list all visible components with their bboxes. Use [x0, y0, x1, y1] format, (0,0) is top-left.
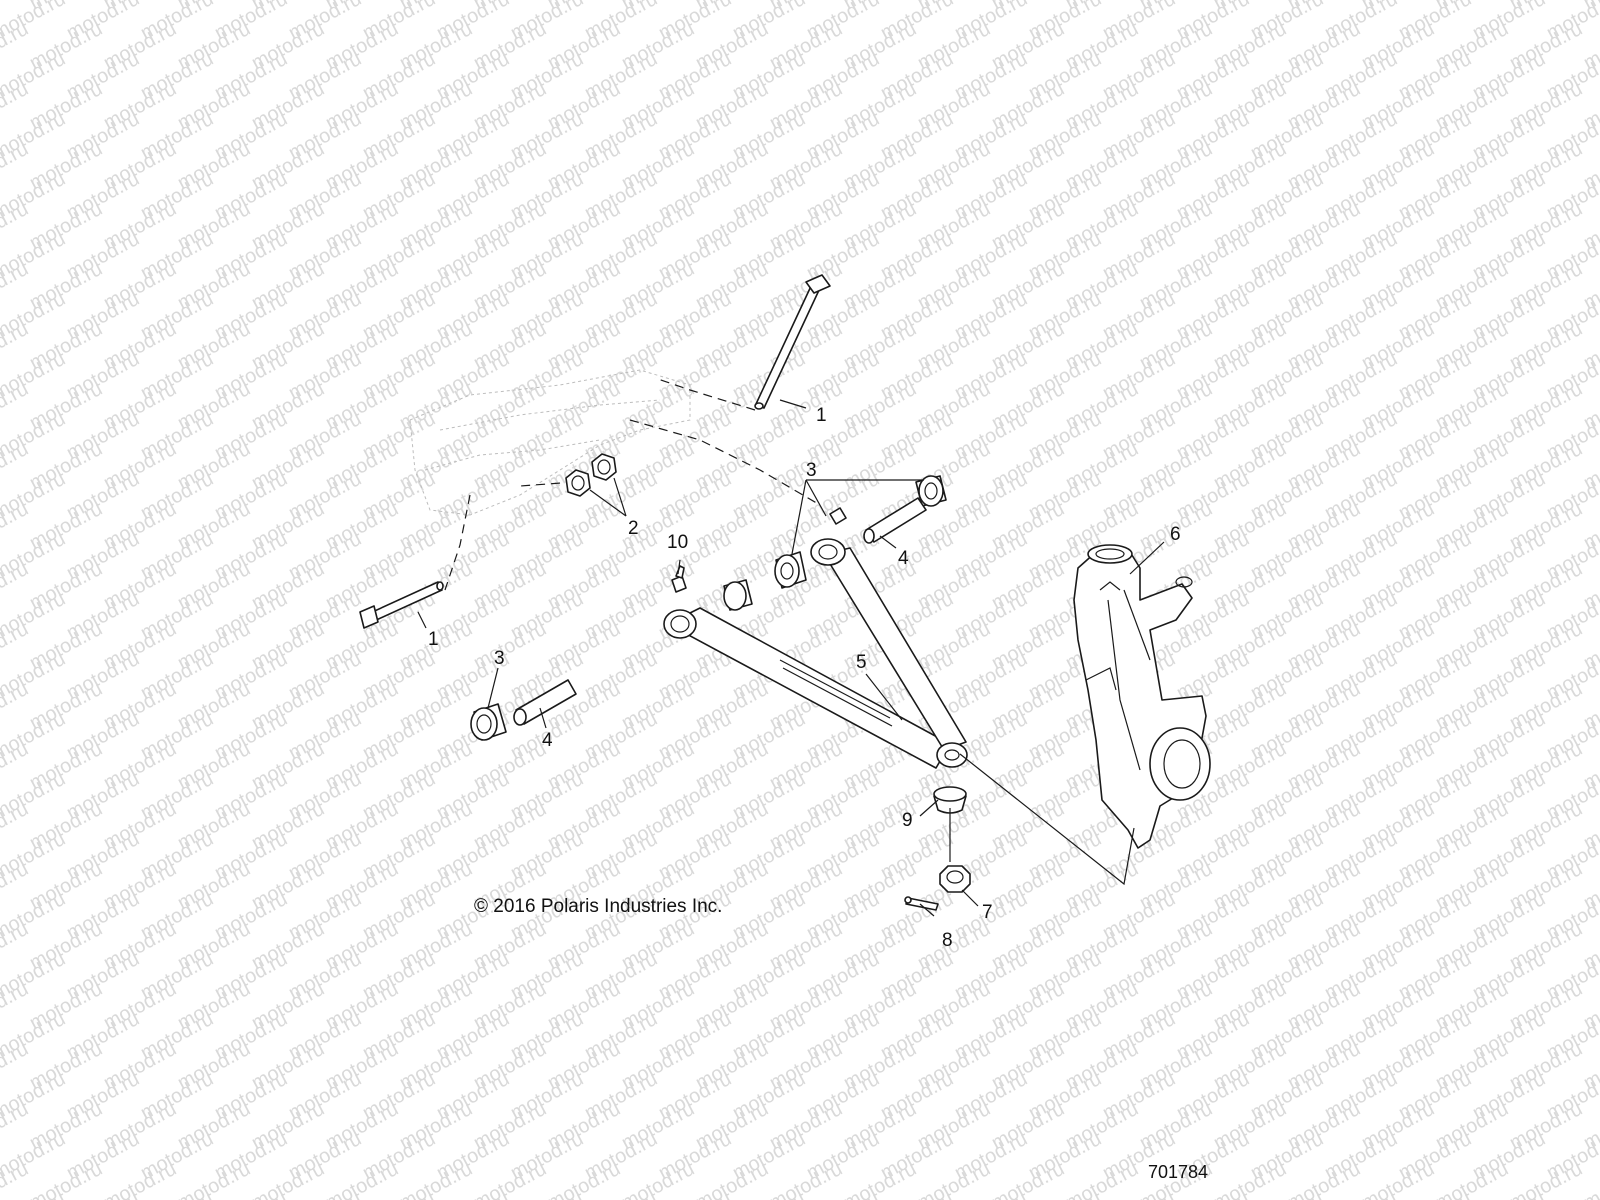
figure-number: 701784 — [1148, 1162, 1208, 1182]
callout-cotter-pin: 8 — [942, 930, 953, 951]
callout-nuts: 2 — [628, 518, 639, 539]
callout-grease-fitting: 10 — [667, 532, 688, 553]
callout-a-arm: 5 — [856, 652, 867, 673]
callout-bolt-lower: 1 — [428, 629, 439, 650]
callout-sleeve-lower: 4 — [542, 730, 553, 751]
callout-bushing-upper: 3 — [806, 460, 817, 481]
callout-bolt-upper: 1 — [816, 405, 827, 426]
callout-bushing-lower: 3 — [494, 648, 505, 669]
callout-spindle: 6 — [1170, 524, 1181, 545]
castle-nut — [939, 865, 971, 893]
callout-boot: 9 — [902, 810, 913, 831]
callout-sleeve-upper: 4 — [898, 548, 909, 569]
copyright-text: © 2016 Polaris Industries Inc. — [474, 896, 722, 917]
callout-castle-nut: 7 — [982, 902, 993, 923]
